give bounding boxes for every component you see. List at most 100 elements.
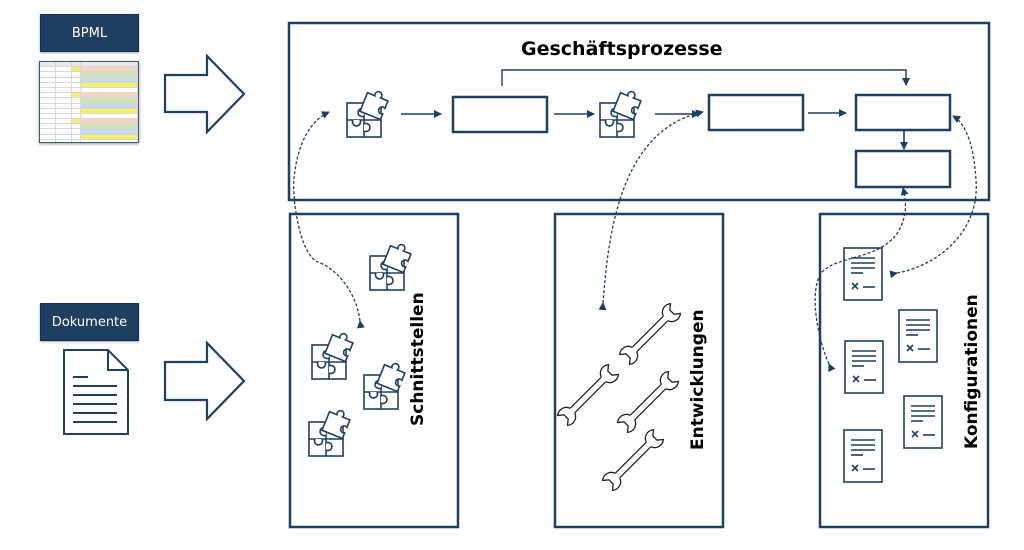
thumbnail-row [40,103,138,109]
thumbnail-cell [56,72,73,77]
thumbnail-row [40,82,138,88]
process-step-box-3[interactable] [854,93,952,132]
thumbnail-cell [80,134,138,139]
thumbnail-cell [72,113,81,119]
bpml-label: BPML [40,14,139,52]
input-arrow-bpml [163,53,246,135]
thumbnail-cell [80,129,138,134]
thumbnail-row [40,87,138,94]
panel-schnittstellen [288,212,460,529]
thumbnail-cell [56,62,73,67]
thumbnail-cell [40,113,57,119]
thumbnail-row [40,129,138,135]
thumbnail-row [40,113,138,120]
thumbnail-cell [56,129,73,134]
link-entwicklungen-step [598,109,704,311]
process-step-box-1[interactable] [451,95,549,134]
link-schnittstellen-puzzle [293,111,365,329]
thumbnail-cell [80,108,138,113]
thumbnail-cell [56,139,73,142]
thumbnail-cell [80,113,138,119]
thumbnail-row [40,62,138,68]
schnittstellen-puzzle-2 [311,328,356,380]
thumbnail-cell [72,98,81,103]
thumbnail-row [40,72,138,78]
process-step-box-2[interactable] [707,93,805,132]
thumbnail-cell [56,108,73,113]
thumbnail-row [40,139,138,142]
config-sheet-icon-4 [903,395,943,449]
thumbnail-cell [40,67,57,72]
thumbnail-cell [80,98,138,103]
input-arrow-dokumente [163,340,246,422]
thumbnail-cell [72,129,81,134]
thumbnail-row [40,93,138,99]
link-konfig-box4 [814,187,909,373]
thumbnail-cell [56,77,73,82]
spreadsheet-thumbnail-icon [39,61,139,143]
thumbnail-cell [40,77,57,82]
thumbnail-cell [80,103,138,108]
schnittstellen-puzzle-3 [363,358,408,410]
thumbnail-cell [40,82,57,87]
thumbnail-cell [56,113,73,119]
thumbnail-cell [72,139,81,142]
thumbnail-cell [56,82,73,87]
thumbnail-cell [56,98,73,103]
thumbnail-cell [40,108,57,113]
thumbnail-cell [80,82,138,87]
wrench-icon-2 [555,362,621,428]
thumbnail-cell [80,62,138,67]
thumbnail-cell [72,62,81,67]
thumbnail-cell [40,134,57,139]
thumbnail-cell [80,72,138,77]
thumbnail-cell [72,134,81,139]
thumbnail-cell [40,103,57,108]
thumbnail-cell [56,67,73,72]
thumbnail-cell [72,87,81,93]
thumbnail-cell [40,72,57,77]
thumbnail-row [40,108,138,114]
process-puzzle-2 [599,86,644,138]
process-puzzle-1 [346,86,391,138]
process-title: Geschäftsprozesse [521,38,723,60]
thumbnail-cell [40,124,57,129]
thumbnail-cell [40,62,57,67]
thumbnail-row [40,77,138,83]
config-sheet-icon-1 [843,247,883,301]
config-sheet-icon-5 [843,429,883,483]
thumbnail-cell [72,67,81,72]
thumbnail-cell [80,87,138,93]
thumbnail-cell [40,93,57,98]
thumbnail-cell [72,93,81,98]
thumbnail-cell [80,119,138,124]
document-icon [63,349,129,435]
thumbnail-cell [40,87,57,93]
thumbnail-cell [80,67,138,72]
thumbnail-cell [40,129,57,134]
bypass-connector [501,69,910,86]
thumbnail-cell [56,87,73,93]
thumbnail-cell [40,98,57,103]
thumbnail-cell [56,93,73,98]
thumbnail-cell [56,134,73,139]
thumbnail-cell [80,77,138,82]
dokumente-label: Dokumente [40,303,139,341]
bpml-label-text: BPML [71,25,108,41]
link-konfig-box3 [889,115,977,279]
thumbnail-row [40,119,138,125]
panel-entwicklungen [553,212,725,529]
thumbnail-cell [80,139,138,142]
thumbnail-cell [72,124,81,129]
thumbnail-cell [72,119,81,124]
thumbnail-cell [72,82,81,87]
thumbnail-cell [72,103,81,108]
thumbnail-row [40,98,138,104]
process-step-box-4[interactable] [854,149,952,189]
schnittstellen-puzzle-4 [308,405,353,457]
config-sheet-icon-2 [898,309,938,363]
thumbnail-cell [72,72,81,77]
schnittstellen-puzzle-1 [369,239,414,291]
thumbnail-cell [40,119,57,124]
